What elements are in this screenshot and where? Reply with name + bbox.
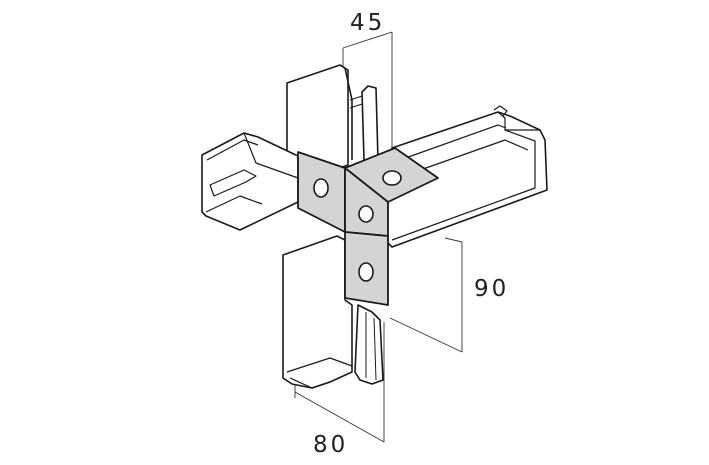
bolt-hole-icon bbox=[313, 178, 329, 198]
dimension-lines bbox=[294, 31, 463, 443]
dimension-line-45 bbox=[342, 31, 393, 49]
bolt-holes bbox=[313, 170, 402, 282]
extension-line-90-bottom bbox=[389, 317, 463, 353]
bolt-hole-icon bbox=[358, 262, 374, 282]
dimension-label-90: 90 bbox=[474, 276, 509, 302]
extension-line-90-top bbox=[444, 237, 463, 243]
dimension-line-80 bbox=[294, 391, 385, 443]
bolt-hole-icon bbox=[382, 170, 402, 186]
horizontal-channel bbox=[201, 105, 548, 248]
bolt-hole-icon bbox=[358, 205, 374, 223]
dimension-label-80: 80 bbox=[313, 432, 348, 458]
bottom-vertical-channel bbox=[282, 235, 384, 389]
dimension-label-45: 45 bbox=[350, 10, 385, 36]
